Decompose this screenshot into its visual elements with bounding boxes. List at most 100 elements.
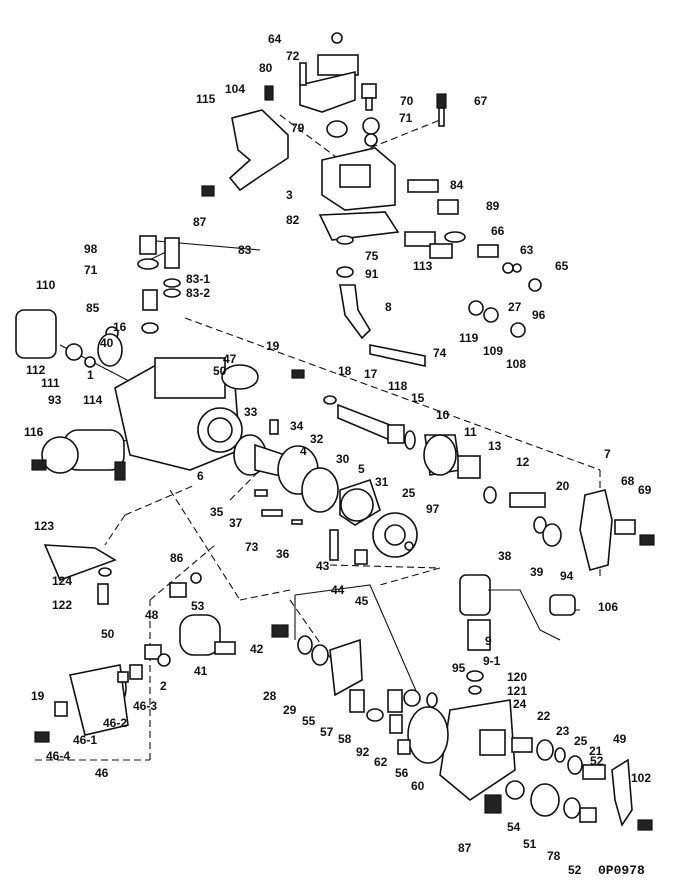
callout-label: 84 (450, 178, 464, 192)
callout-label: 47 (223, 352, 237, 366)
callout-label: 52 (568, 863, 582, 877)
callout-label: 109 (483, 344, 503, 358)
callout-label: 62 (374, 755, 388, 769)
callout-label: 65 (555, 259, 569, 273)
callout-label: 25 (574, 734, 588, 748)
callout-label: 50 (213, 364, 227, 378)
callout-label: 95 (452, 661, 466, 675)
callout-label: 71 (84, 263, 98, 277)
callout-label: 70 (400, 94, 414, 108)
callout-label: 116 (24, 425, 44, 439)
callout-label: 46-3 (133, 699, 157, 713)
callout-label: 119 (459, 331, 479, 345)
callout-label: 4 (300, 444, 307, 458)
callout-label: 83 (238, 243, 252, 257)
callout-label: 66 (491, 224, 505, 238)
callout-label: 79 (291, 121, 305, 135)
callout-label: 24 (513, 697, 527, 711)
callout-label: 51 (523, 837, 537, 851)
callout-label: 83-2 (186, 286, 210, 300)
callout-label: 69 (638, 483, 652, 497)
callout-label: 72 (286, 49, 300, 63)
callout-label: 50 (101, 627, 115, 641)
callout-label: 2 (160, 679, 167, 693)
callout-label: 54 (507, 820, 521, 834)
callout-label: 83-1 (186, 272, 210, 286)
callout-label: 48 (145, 608, 159, 622)
callout-label: 19 (266, 339, 280, 353)
callout-label: 7 (604, 447, 611, 461)
callout-label: 96 (532, 308, 546, 322)
callout-label: 20 (556, 479, 570, 493)
callout-label: 85 (86, 301, 100, 315)
left-upper-parts (15, 235, 259, 481)
drawing-code: 0P0978 (598, 863, 645, 878)
callout-label: 8 (385, 300, 392, 314)
callout-label: 9 (485, 634, 492, 648)
callout-label: 75 (365, 249, 379, 263)
lower-right-parts (271, 574, 653, 831)
callout-label: 108 (506, 357, 526, 371)
callout-label: 78 (547, 849, 561, 863)
callout-label: 52 (590, 754, 604, 768)
callout-label: 104 (225, 82, 245, 96)
callout-label: 91 (365, 267, 379, 281)
callout-label: 36 (276, 547, 290, 561)
callout-label: 114 (83, 393, 103, 407)
callout-label: 89 (486, 199, 500, 213)
callout-label: 93 (48, 393, 62, 407)
callout-label: 41 (194, 664, 208, 678)
callout-label: 86 (170, 551, 184, 565)
callout-label: 27 (508, 300, 522, 314)
callout-label: 3 (286, 188, 293, 202)
callout-label: 44 (331, 583, 345, 597)
callout-label: 67 (474, 94, 488, 108)
callout-label: 49 (613, 732, 627, 746)
callout-label: 10 (436, 408, 450, 422)
callout-label: 17 (364, 367, 378, 381)
callout-label: 102 (631, 771, 651, 785)
callout-label: 98 (84, 242, 98, 256)
callout-label: 115 (196, 92, 216, 106)
callout-label: 31 (375, 475, 389, 489)
callout-label: 11 (464, 425, 477, 439)
callout-label: 45 (355, 594, 369, 608)
callout-label: 55 (302, 714, 316, 728)
callout-label: 80 (259, 61, 273, 75)
callout-label: 56 (395, 766, 409, 780)
callout-label: 18 (338, 364, 352, 378)
callout-label: 23 (556, 724, 570, 738)
callout-label: 74 (433, 346, 447, 360)
callout-label: 46 (95, 766, 109, 780)
callout-label: 34 (290, 419, 304, 433)
callout-label: 46-4 (46, 749, 70, 763)
callout-label: 120 (507, 670, 527, 684)
callout-label: 118 (388, 379, 408, 393)
callout-label: 94 (560, 569, 574, 583)
callout-label: 35 (210, 505, 224, 519)
callout-label: 124 (52, 574, 72, 588)
callout-label: 106 (598, 600, 618, 614)
callout-label: 40 (100, 336, 114, 350)
callout-label: 29 (283, 703, 297, 717)
callout-label: 110 (36, 278, 56, 292)
callout-label: 46-2 (103, 716, 127, 730)
callout-label: 73 (245, 540, 259, 554)
callout-label: 57 (320, 725, 334, 739)
callout-label: 15 (411, 391, 425, 405)
callout-label: 60 (411, 779, 425, 793)
callout-label: 122 (52, 598, 72, 612)
callout-label: 58 (338, 732, 352, 746)
callout-label: 39 (530, 565, 544, 579)
callout-label: 87 (193, 215, 207, 229)
callout-label: 6 (197, 469, 204, 483)
callout-label: 1 (87, 368, 94, 382)
callout-label: 123 (34, 519, 54, 533)
callout-label: 111 (41, 376, 60, 390)
callout-label: 97 (426, 502, 440, 516)
callout-label: 25 (402, 486, 416, 500)
shaft-assembly (233, 369, 655, 571)
callout-label: 5 (358, 462, 365, 476)
callout-label: 64 (268, 32, 282, 46)
